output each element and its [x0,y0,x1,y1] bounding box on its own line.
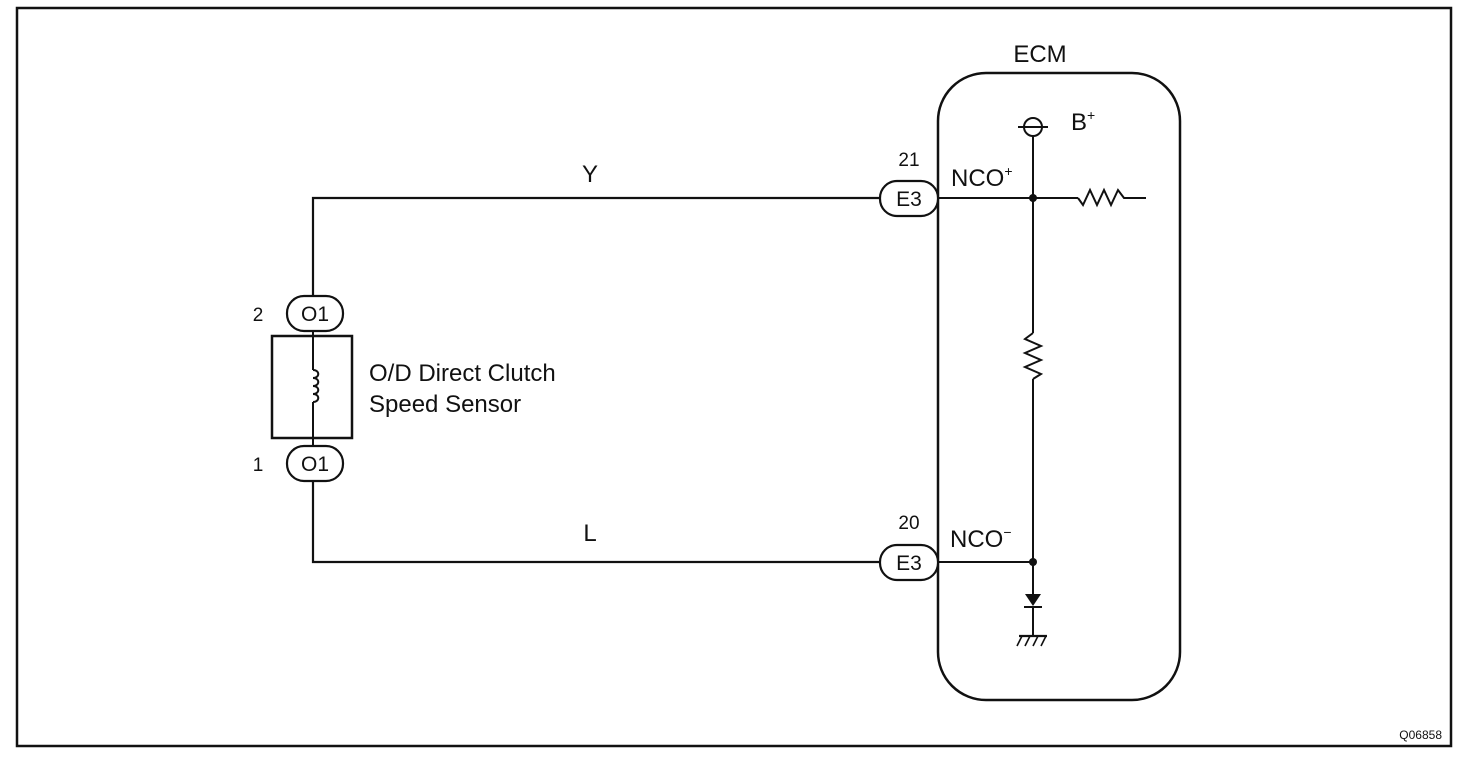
sensor-name-line1: O/D Direct Clutch [369,360,556,387]
figure-code: Q06858 [1399,728,1442,742]
power-source-symbol [1018,117,1048,137]
ecm-pin-bottom-number: 20 [898,513,919,534]
nco-plus-label: NCO+ [951,163,1013,192]
power-label: B+ [1071,107,1095,136]
input-resistor-symbol [1077,187,1146,208]
diode-symbol [1024,594,1042,608]
ecm-connector-bottom-label: E3 [896,552,922,575]
ecm-connector-top [878,179,940,218]
sensor-connector-top-label: O1 [301,303,329,326]
ground-icon [1016,634,1047,647]
ecm-box [936,71,1182,702]
sensor-name-line2: Speed Sensor [369,391,521,418]
ecm-connector-top-label: E3 [896,188,922,211]
nco-minus-label: NCO− [950,524,1012,553]
wire-y-color-label: Y [582,161,598,188]
ecm-title: ECM [1013,41,1066,68]
wire-l [311,481,880,564]
wire-y [311,196,880,298]
sensor-connector-top [285,294,345,333]
wire-l-color-label: L [583,520,596,547]
sensor-pin-bottom-number: 1 [253,455,264,476]
ecm-pin-top-number: 21 [898,150,919,171]
sensor-connector-bottom-label: O1 [301,453,329,476]
coil-icon [312,369,320,403]
ecm-connector-bottom [878,543,940,582]
diagram-frame [15,6,1453,748]
pullup-resistor-symbol [1022,332,1044,380]
sensor-connector-bottom [285,444,345,483]
sensor-pin-top-number: 2 [253,305,264,326]
